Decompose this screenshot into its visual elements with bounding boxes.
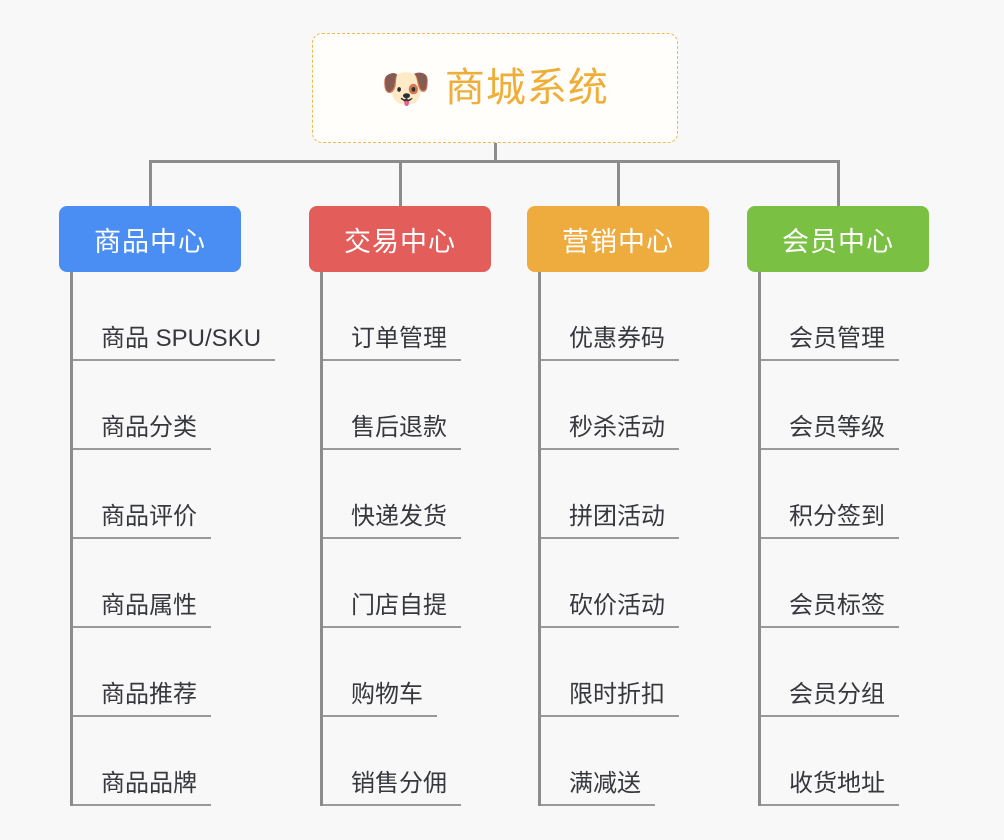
leaf-label: 拼团活动: [541, 503, 679, 539]
connector-horizontal-bus: [149, 160, 840, 163]
category-label-3: 营销中心: [562, 226, 674, 257]
list-item[interactable]: 拼团活动: [541, 450, 747, 539]
list-item[interactable]: 收货地址: [761, 717, 967, 806]
leaf-label: 购物车: [323, 681, 437, 717]
list-item[interactable]: 商品评价: [73, 450, 299, 539]
list-item[interactable]: 优惠券码: [541, 272, 747, 361]
leaf-label: 优惠券码: [541, 325, 679, 361]
leaf-label: 商品推荐: [73, 681, 211, 717]
list-item[interactable]: 销售分佣: [323, 717, 529, 806]
list-item[interactable]: 秒杀活动: [541, 361, 747, 450]
leaf-label: 商品属性: [73, 592, 211, 628]
leaf-label: 快递发货: [323, 503, 461, 539]
category-label-2: 交易中心: [344, 226, 456, 257]
connector-drop-3: [617, 160, 620, 208]
category-label-1: 商品中心: [94, 226, 206, 257]
list-item[interactable]: 售后退款: [323, 361, 529, 450]
leaf-label: 商品品牌: [73, 770, 211, 806]
category-box-2[interactable]: 交易中心: [309, 206, 491, 272]
leaf-label: 收货地址: [761, 770, 899, 806]
list-item[interactable]: 购物车: [323, 628, 529, 717]
list-item[interactable]: 满减送: [541, 717, 747, 806]
leaf-label: 门店自提: [323, 592, 461, 628]
leaf-label: 砍价活动: [541, 592, 679, 628]
category-box-3[interactable]: 营销中心: [527, 206, 709, 272]
leaf-label: 会员分组: [761, 681, 899, 717]
category-box-1[interactable]: 商品中心: [59, 206, 241, 272]
leaf-list-4: 会员管理 会员等级 积分签到 会员标签 会员分组 收货地址: [758, 272, 967, 806]
list-item[interactable]: 商品 SPU/SKU: [73, 272, 299, 361]
list-item[interactable]: 会员等级: [761, 361, 967, 450]
list-item[interactable]: 会员分组: [761, 628, 967, 717]
leaf-label: 积分签到: [761, 503, 899, 539]
leaf-label: 会员管理: [761, 325, 899, 361]
root-title: 商城系统: [444, 66, 609, 110]
category-box-4[interactable]: 会员中心: [747, 206, 929, 272]
list-item[interactable]: 限时折扣: [541, 628, 747, 717]
column-交易中心: 交易中心 订单管理 售后退款 快递发货 门店自提 购物车 销售分佣: [309, 206, 529, 806]
column-营销中心: 营销中心 优惠券码 秒杀活动 拼团活动 砍价活动 限时折扣 满减送: [527, 206, 747, 806]
list-item[interactable]: 会员管理: [761, 272, 967, 361]
leaf-list-2: 订单管理 售后退款 快递发货 门店自提 购物车 销售分佣: [320, 272, 529, 806]
column-会员中心: 会员中心 会员管理 会员等级 积分签到 会员标签 会员分组 收货地址: [747, 206, 967, 806]
list-item[interactable]: 会员标签: [761, 539, 967, 628]
leaf-label: 销售分佣: [323, 770, 461, 806]
root-node[interactable]: 🐶 商城系统: [312, 33, 678, 143]
connector-drop-4: [837, 160, 840, 208]
list-item[interactable]: 商品推荐: [73, 628, 299, 717]
list-item[interactable]: 商品分类: [73, 361, 299, 450]
list-item[interactable]: 门店自提: [323, 539, 529, 628]
list-item[interactable]: 砍价活动: [541, 539, 747, 628]
leaf-label: 售后退款: [323, 414, 461, 450]
leaf-label: 商品评价: [73, 503, 211, 539]
leaf-label: 会员等级: [761, 414, 899, 450]
leaf-list-1: 商品 SPU/SKU 商品分类 商品评价 商品属性 商品推荐 商品品牌: [70, 272, 299, 806]
leaf-label: 限时折扣: [541, 681, 679, 717]
connector-drop-2: [399, 160, 402, 208]
leaf-label: 商品 SPU/SKU: [73, 325, 276, 361]
connector-root-stem: [494, 143, 497, 163]
leaf-list-3: 优惠券码 秒杀活动 拼团活动 砍价活动 限时折扣 满减送: [538, 272, 747, 806]
leaf-label: 商品分类: [73, 414, 211, 450]
list-item[interactable]: 积分签到: [761, 450, 967, 539]
leaf-label: 会员标签: [761, 592, 899, 628]
list-item[interactable]: 商品品牌: [73, 717, 299, 806]
leaf-label: 满减送: [541, 770, 655, 806]
leaf-label: 订单管理: [323, 325, 461, 361]
list-item[interactable]: 订单管理: [323, 272, 529, 361]
dog-face-icon: 🐶: [381, 67, 431, 111]
list-item[interactable]: 快递发货: [323, 450, 529, 539]
connector-drop-1: [149, 160, 152, 208]
column-商品中心: 商品中心 商品 SPU/SKU 商品分类 商品评价 商品属性 商品推荐 商品品牌: [59, 206, 299, 806]
leaf-label: 秒杀活动: [541, 414, 679, 450]
category-label-4: 会员中心: [782, 226, 894, 257]
list-item[interactable]: 商品属性: [73, 539, 299, 628]
